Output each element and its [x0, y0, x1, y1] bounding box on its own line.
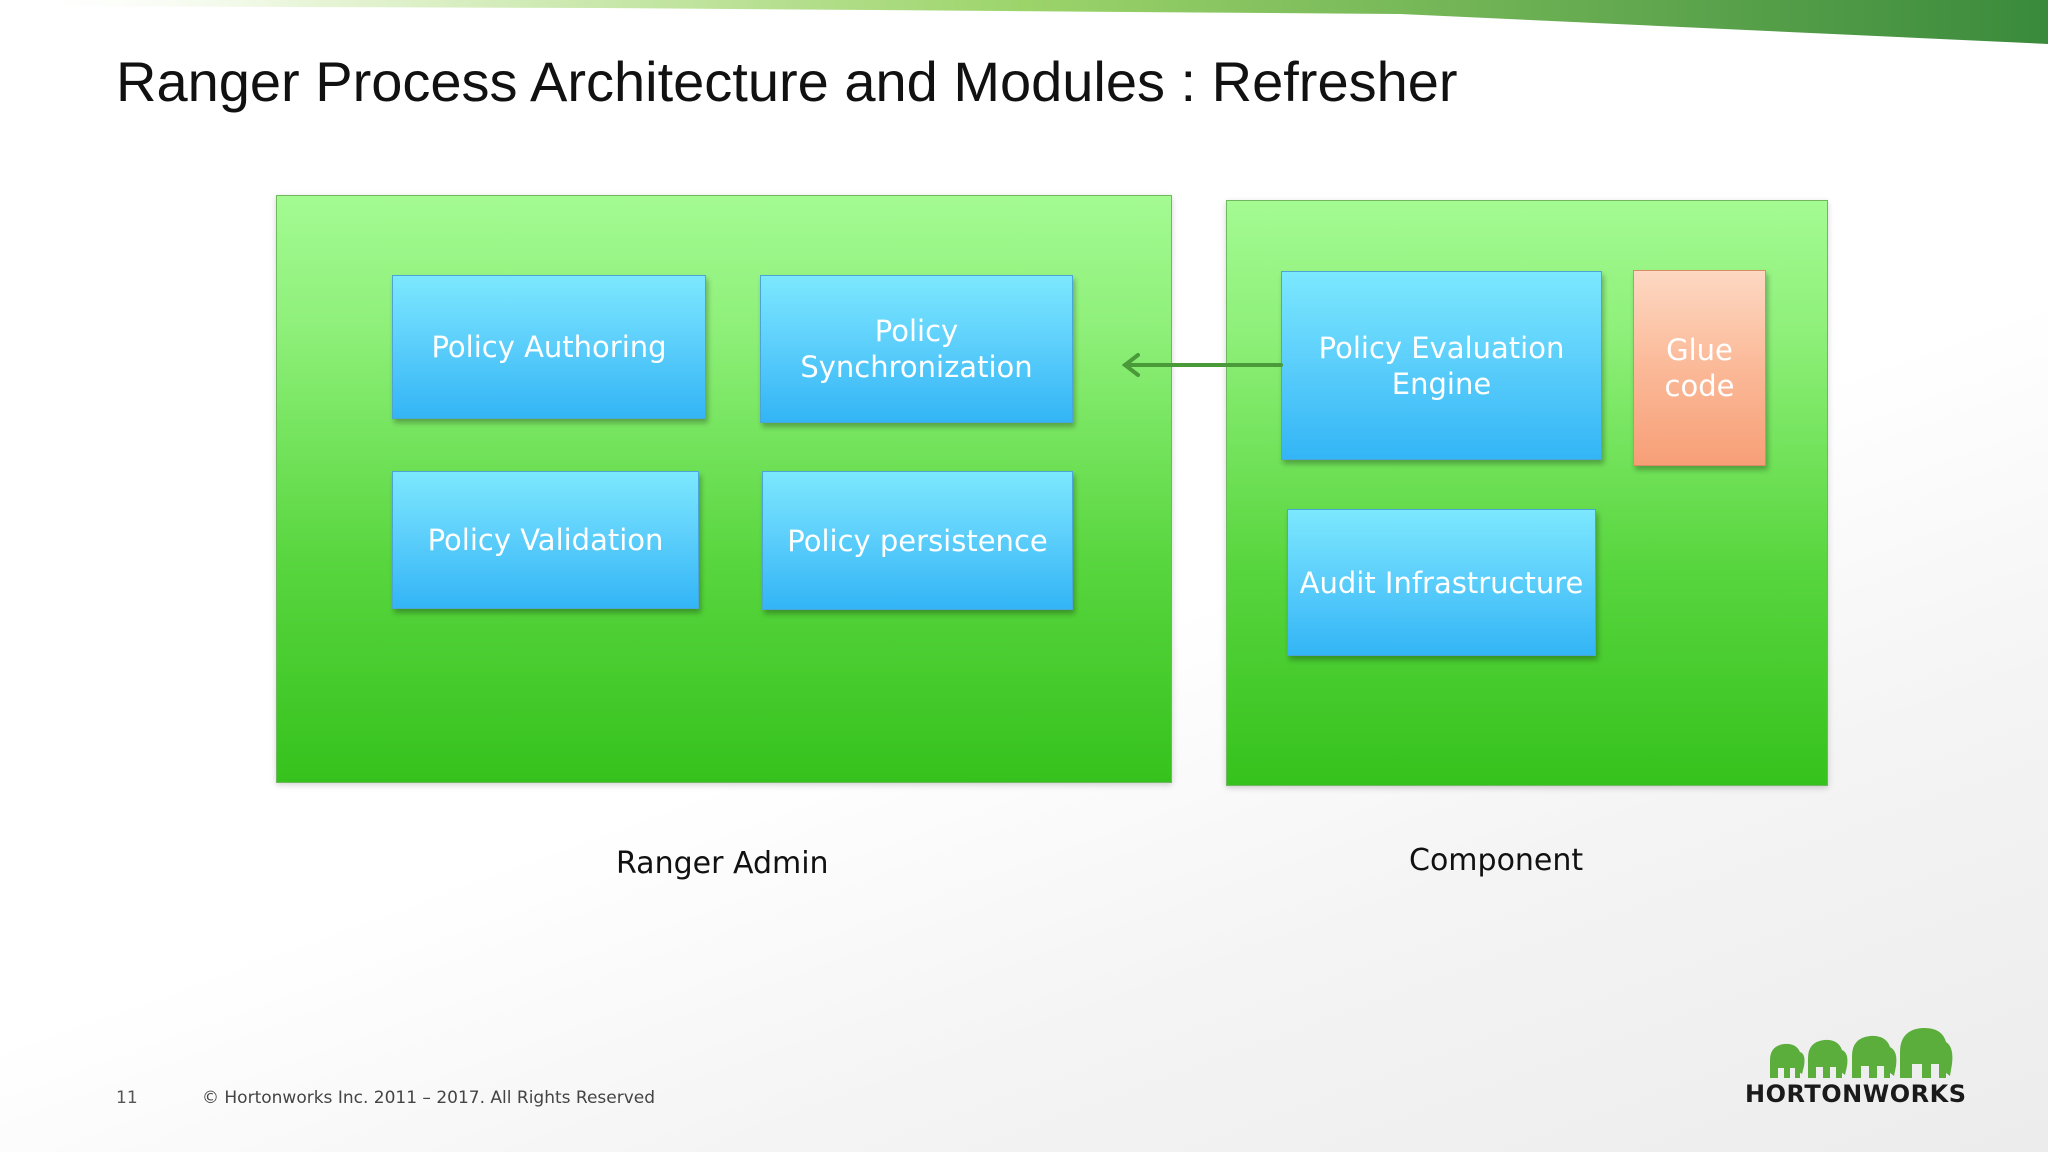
policy-persistence-module: Policy persistence	[762, 471, 1073, 610]
slide-title: Ranger Process Architecture and Modules …	[116, 50, 1458, 113]
hortonworks-wordmark: HORTONWORKS	[1745, 1080, 1967, 1108]
hortonworks-logo: HORTONWORKS	[1742, 1026, 1968, 1110]
policy-authoring-module: Policy Authoring	[392, 275, 706, 419]
audit-infrastructure-module: Audit Infrastructure	[1287, 509, 1596, 656]
glue-code-module: Glue code	[1633, 270, 1766, 466]
slide-number: 11	[116, 1088, 138, 1108]
policy-synchronization-module: Policy Synchronization	[760, 275, 1073, 423]
ranger-admin-label: Ranger Admin	[616, 846, 829, 881]
policy-evaluation-engine-module: Policy Evaluation Engine	[1281, 271, 1602, 460]
elephants-logo-icon	[1770, 1027, 1953, 1078]
copyright-notice: © Hortonworks Inc. 2011 – 2017. All Righ…	[202, 1088, 656, 1108]
top-decorative-band	[0, 0, 2048, 44]
component-label: Component	[1409, 843, 1584, 878]
policy-validation-module: Policy Validation	[392, 471, 699, 609]
